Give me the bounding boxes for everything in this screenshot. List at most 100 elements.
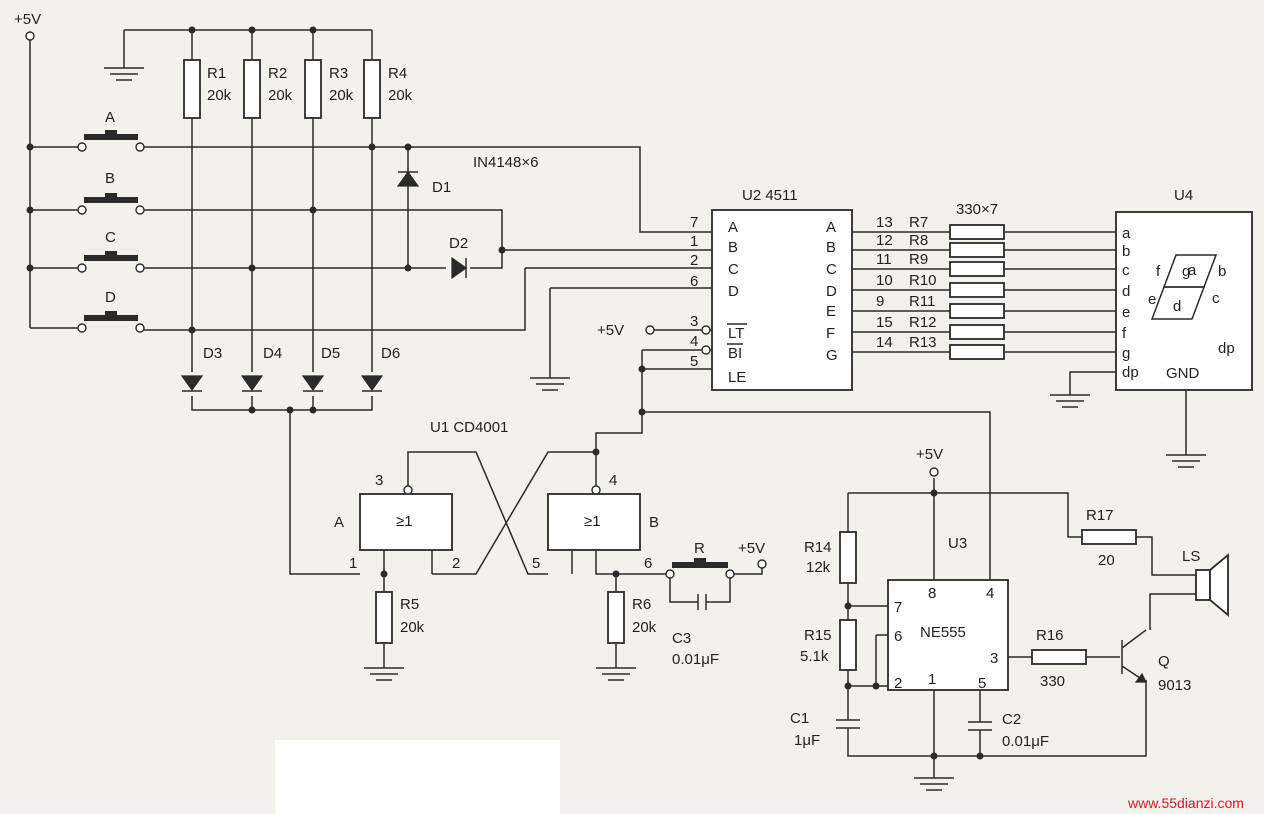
wires bbox=[29, 29, 1196, 778]
segment-resistors: 330×7 R7 R8 R9 R10 R11 R12 R13 bbox=[909, 201, 1005, 360]
svg-text:5: 5 bbox=[532, 555, 540, 572]
svg-text:13: 13 bbox=[876, 214, 893, 231]
diode-type-label: IN4148×6 bbox=[473, 154, 538, 171]
svg-text:B: B bbox=[728, 239, 738, 256]
svg-text:5: 5 bbox=[690, 353, 698, 370]
svg-text:R2: R2 bbox=[268, 65, 287, 82]
svg-text:20k: 20k bbox=[400, 619, 425, 636]
svg-text:+5V: +5V bbox=[738, 540, 765, 557]
nor-gate-b: ≥1 B 4 5 6 bbox=[532, 472, 659, 574]
ground-symbol-top bbox=[104, 67, 144, 81]
svg-text:F: F bbox=[826, 325, 835, 342]
svg-text:e: e bbox=[1122, 304, 1130, 321]
ground-symbol-u4gnd bbox=[1166, 454, 1206, 468]
svg-text:+5V: +5V bbox=[916, 446, 943, 463]
svg-text:2: 2 bbox=[894, 675, 902, 692]
svg-text:D: D bbox=[105, 289, 116, 306]
svg-text:R14: R14 bbox=[804, 539, 832, 556]
resistor-r14: R14 12k bbox=[804, 531, 857, 584]
svg-text:9: 9 bbox=[876, 293, 884, 310]
resistor-r5: R5 20k bbox=[375, 591, 425, 644]
svg-text:D: D bbox=[826, 283, 837, 300]
svg-text:9013: 9013 bbox=[1158, 677, 1191, 694]
svg-text:0.01μF: 0.01μF bbox=[672, 651, 719, 668]
resistor-r3: R3 20k bbox=[304, 59, 354, 119]
svg-text:Q: Q bbox=[1158, 653, 1170, 670]
svg-text:R11: R11 bbox=[909, 293, 935, 310]
svg-text:R3: R3 bbox=[329, 65, 348, 82]
svg-text:C2: C2 bbox=[1002, 711, 1021, 728]
svg-text:7: 7 bbox=[894, 599, 902, 616]
ic-u1-title: U1 CD4001 bbox=[430, 419, 508, 436]
svg-text:A: A bbox=[728, 219, 738, 236]
vcc-terminal-left: +5V bbox=[14, 11, 41, 41]
push-button-d: D bbox=[77, 289, 145, 333]
svg-text:D5: D5 bbox=[321, 345, 340, 362]
svg-text:D6: D6 bbox=[381, 345, 400, 362]
ground-symbol-u2d bbox=[530, 377, 570, 391]
vcc-terminal-reset: +5V bbox=[738, 540, 767, 569]
resistor-r16: R16 330 bbox=[1031, 627, 1087, 690]
svg-text:U3: U3 bbox=[948, 535, 967, 552]
svg-text:330×7: 330×7 bbox=[956, 201, 998, 218]
svg-text:B: B bbox=[105, 170, 115, 187]
diode-d4: D4 bbox=[240, 345, 282, 392]
svg-text:20k: 20k bbox=[207, 87, 232, 104]
svg-text:A: A bbox=[105, 109, 115, 126]
vcc-terminal-lt: +5V bbox=[597, 322, 655, 339]
svg-text:4: 4 bbox=[690, 333, 698, 350]
svg-text:6: 6 bbox=[644, 555, 652, 572]
blank-panel bbox=[275, 740, 560, 814]
ground-symbol-r5 bbox=[364, 667, 404, 681]
push-button-a: A bbox=[77, 109, 145, 152]
resistor-r1: R1 20k bbox=[183, 59, 232, 119]
svg-text:d: d bbox=[1173, 298, 1181, 315]
svg-text:C: C bbox=[105, 229, 116, 246]
svg-text:D1: D1 bbox=[432, 179, 451, 196]
svg-text:4: 4 bbox=[986, 585, 994, 602]
diode-d1: D1 bbox=[396, 170, 451, 196]
svg-text:R10: R10 bbox=[909, 272, 937, 289]
svg-text:B: B bbox=[826, 239, 836, 256]
svg-text:g: g bbox=[1122, 345, 1130, 362]
svg-text:6: 6 bbox=[690, 273, 698, 290]
resistor-r17: R17 20 bbox=[1081, 507, 1137, 569]
svg-text:+5V: +5V bbox=[597, 322, 624, 339]
svg-text:2: 2 bbox=[452, 555, 460, 572]
resistor-r6: R6 20k bbox=[607, 591, 657, 644]
svg-text:330: 330 bbox=[1040, 673, 1065, 690]
svg-text:R5: R5 bbox=[400, 596, 419, 613]
ground-symbol-u4dp bbox=[1050, 394, 1090, 408]
svg-text:7: 7 bbox=[690, 214, 698, 231]
svg-text:R13: R13 bbox=[909, 334, 937, 351]
svg-text:R7: R7 bbox=[909, 214, 928, 231]
svg-text:R4: R4 bbox=[388, 65, 407, 82]
svg-text:LT: LT bbox=[728, 325, 744, 342]
svg-text:A: A bbox=[826, 219, 836, 236]
ic-u3-ne555: U3 NE555 8 4 7 6 3 2 1 5 bbox=[887, 493, 1009, 692]
junctions bbox=[26, 26, 984, 760]
svg-text:3: 3 bbox=[375, 472, 383, 489]
svg-text:LS: LS bbox=[1182, 548, 1200, 565]
svg-text:1: 1 bbox=[690, 233, 698, 250]
capacitor-c3: C3 0.01μF bbox=[672, 594, 719, 668]
svg-text:4: 4 bbox=[609, 472, 617, 489]
svg-text:D4: D4 bbox=[263, 345, 282, 362]
svg-text:c: c bbox=[1122, 262, 1130, 279]
diode-d5: D5 bbox=[301, 345, 340, 392]
ground-symbol-r6 bbox=[596, 667, 636, 681]
capacitor-c2: C2 0.01μF bbox=[968, 711, 1049, 750]
svg-text:2: 2 bbox=[690, 252, 698, 269]
svg-text:D3: D3 bbox=[203, 345, 222, 362]
svg-text:e: e bbox=[1148, 291, 1156, 308]
svg-text:12: 12 bbox=[876, 232, 893, 249]
svg-text:8: 8 bbox=[928, 585, 936, 602]
svg-text:20k: 20k bbox=[268, 87, 293, 104]
svg-text:c: c bbox=[1212, 290, 1220, 307]
speaker-ls: LS bbox=[1182, 548, 1229, 617]
display-u4: U4 a b c d e f g dp a b c d e f g dp GND bbox=[1115, 187, 1253, 391]
svg-text:D2: D2 bbox=[449, 235, 468, 252]
svg-text:20k: 20k bbox=[632, 619, 657, 636]
svg-text:11: 11 bbox=[876, 251, 892, 268]
svg-text:U2 4511: U2 4511 bbox=[742, 187, 798, 204]
